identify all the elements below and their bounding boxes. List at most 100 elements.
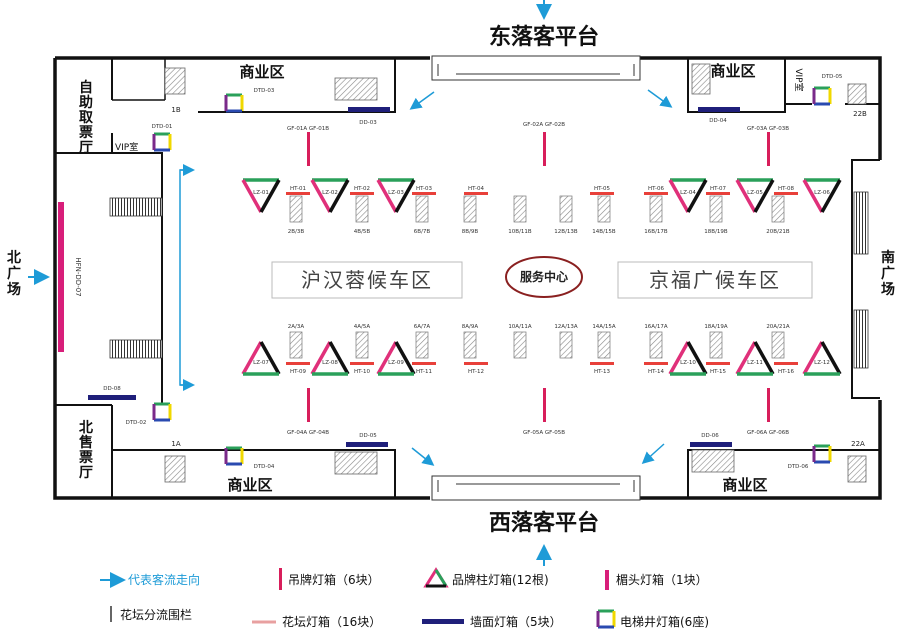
- code-dtd03: DTD-03: [254, 88, 275, 94]
- gate-top-label: 4B/5B: [354, 229, 371, 235]
- brand-column-bottom: LZ-08: [310, 341, 350, 376]
- flower-box-bottom: [350, 362, 374, 365]
- brand-column-bottom-label: LZ-08: [322, 360, 338, 366]
- elevator-light-boxes: [152, 86, 832, 466]
- brand-column-top: LZ-03: [376, 178, 416, 213]
- north-square-label: 北广场: [7, 250, 21, 298]
- brand-column-bottom: LZ-11: [735, 341, 775, 376]
- stair-bottom-left: [164, 455, 186, 483]
- gate-top-label: 12B/13B: [554, 229, 578, 235]
- wall-box-dd08: [88, 395, 136, 400]
- code-dd08: DD-08: [103, 386, 121, 392]
- north-ticket-char: 厅: [79, 465, 93, 481]
- code-gf01: GF-01A GF-01B: [287, 126, 329, 132]
- wall-box-dd05: [346, 442, 388, 447]
- legend-hanging-icon: [279, 568, 282, 590]
- code-dtd01: DTD-01: [152, 124, 173, 130]
- gate-top-label: 20B/21B: [766, 229, 790, 235]
- hfn-code: HFN-DD-07: [74, 257, 82, 296]
- legend-flow-label: 代表客流走向: [128, 572, 200, 587]
- escalator-right-top: [853, 191, 869, 255]
- north-square-char: 广: [7, 265, 21, 282]
- flow-arrow-diag-1: [409, 91, 435, 110]
- south-square-char: 场: [881, 282, 895, 298]
- flow-bracket-left: [179, 169, 190, 386]
- flower-box-top: [644, 192, 668, 195]
- hanging-box-gf02: [543, 132, 546, 166]
- flower-box-top: [774, 192, 798, 195]
- code-dd04: DD-04: [709, 118, 727, 124]
- escalator-right-bottom: [853, 309, 869, 369]
- commercial-label-top-right: 商业区: [710, 62, 755, 80]
- code-dtd06: DTD-06: [788, 464, 809, 470]
- flower-box-bottom-label: HT-14: [648, 369, 664, 375]
- brand-column-bottom-label: LZ-09: [388, 360, 404, 366]
- stair-top-left-2: [334, 77, 378, 101]
- gate-bottom-label: 6A/7A: [414, 324, 431, 330]
- gate-top-label: 14B/15B: [592, 229, 616, 235]
- gate-top: [289, 195, 303, 223]
- flower-box-bottom-label: HT-15: [710, 369, 726, 375]
- code-dtd02: DTD-02: [126, 420, 147, 426]
- gate-top-label: 8B/9B: [462, 229, 479, 235]
- brand-column-top: LZ-01: [241, 178, 281, 213]
- flower-box-bottom: [644, 362, 668, 365]
- legend-wall-icon: [422, 619, 464, 624]
- gate-bottom-label: 16A/17A: [644, 324, 668, 330]
- flower-box-bottom: [286, 362, 310, 365]
- gate-bottom: [597, 331, 611, 359]
- flow-arrow-diag-3: [411, 447, 435, 466]
- code-gf02: GF-02A GF-02B: [523, 122, 565, 128]
- gate-bottom: [709, 331, 723, 359]
- gate-bottom: [771, 331, 785, 359]
- flower-box-top-label: HT-03: [416, 186, 432, 192]
- legend-flower-label: 花坛灯箱（16块）: [282, 614, 381, 629]
- brand-column-top-label: LZ-04: [680, 190, 696, 196]
- gate-top: [649, 195, 663, 223]
- gate-top-label: 2B/3B: [288, 229, 305, 235]
- stair-bottom-right-2: [847, 455, 867, 483]
- flower-box-top: [412, 192, 436, 195]
- legend-column-icon-green: [434, 569, 448, 587]
- legend: 代表客流走向 吊牌灯箱（6块） 品牌柱灯箱(12根) 楣头灯箱（1块） 花坛分流…: [100, 567, 709, 629]
- service-center-label: 服务中心: [520, 269, 568, 284]
- flower-box-bottom-label: HT-16: [778, 369, 794, 375]
- hanging-box-gf03: [767, 132, 770, 166]
- escalator-left-bottom: [109, 339, 163, 359]
- legend-lintel-label: 楣头灯箱（1块）: [616, 572, 708, 587]
- flower-box-bottom: [464, 362, 488, 365]
- gate-top: [463, 195, 477, 223]
- brand-column-top-label: LZ-01: [253, 190, 269, 196]
- right-wall: [851, 159, 880, 399]
- flow-arrow-diag-4: [641, 443, 665, 465]
- elevator-dtd03: [224, 93, 244, 113]
- brand-column-top: LZ-05: [735, 178, 775, 213]
- code-22a: 22A: [851, 440, 865, 448]
- vip-label-top-right: VIP室: [793, 68, 805, 91]
- service-center: [505, 256, 583, 298]
- hanging-box-gf05: [543, 388, 546, 422]
- gate-top: [771, 195, 785, 223]
- brand-column-bottom-label: LZ-12: [814, 360, 830, 366]
- code-dd03: DD-03: [359, 120, 377, 126]
- flower-box-bottom-label: HT-12: [468, 369, 484, 375]
- self-ticket-char: 自: [79, 79, 93, 96]
- south-square-label: 南广场: [881, 249, 895, 298]
- gate-bottom-label: 12A/13A: [554, 324, 578, 330]
- gate-bottom: [559, 331, 573, 359]
- legend-column-label: 品牌柱灯箱(12根): [452, 572, 549, 587]
- south-square-char: 南: [881, 249, 895, 266]
- elevator-dtd04: [224, 446, 244, 466]
- waiting-area-right-frame: [617, 261, 813, 299]
- gate-bottom-label: 4A/5A: [354, 324, 371, 330]
- gate-bottom: [513, 331, 527, 359]
- code-dd05: DD-05: [359, 433, 377, 439]
- gate-top: [355, 195, 369, 223]
- brand-column-top-label: LZ-06: [814, 190, 830, 196]
- self-ticket-char: 厅: [79, 140, 93, 156]
- wall-box-dd03: [348, 107, 390, 112]
- code-1a: 1A: [171, 440, 180, 448]
